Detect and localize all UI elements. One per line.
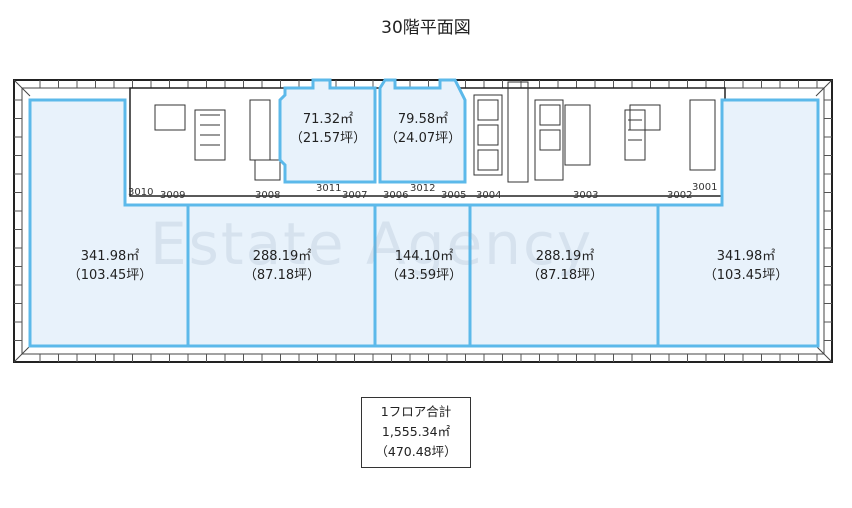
- room-number: 3003: [573, 190, 599, 201]
- units: [28, 78, 820, 348]
- room-number: 3002: [667, 190, 693, 201]
- total-area: 1,555.34㎡: [381, 424, 451, 439]
- unit-label-71: 71.32㎡（21.57坪）: [289, 112, 367, 146]
- unit-label-341-right: 341.98㎡（103.45坪）: [703, 249, 789, 283]
- room-number: 3009: [160, 190, 186, 201]
- unit-label-79: 79.58㎡（24.07坪）: [384, 112, 462, 146]
- unit-79: [378, 78, 467, 184]
- unit-label-144: 144.10㎡（43.59坪）: [385, 249, 463, 283]
- total-tsubo: （470.48坪）: [375, 444, 457, 459]
- unit-288-right: [468, 203, 660, 348]
- unit-label-341-left: 341.98㎡（103.45坪）: [67, 249, 153, 283]
- unit-288-left: [186, 203, 377, 348]
- unit-label-288-right: 288.19㎡（87.18坪）: [526, 249, 604, 283]
- room-number: 3005: [441, 190, 467, 201]
- unit-71: [278, 78, 377, 184]
- page-title: 30階平面図: [381, 18, 471, 38]
- room-number: 3006: [383, 190, 409, 201]
- unit-144: [373, 203, 472, 348]
- unit-label-288-left: 288.19㎡（87.18坪）: [243, 249, 321, 283]
- room-number: 3008: [255, 190, 281, 201]
- building-outline: [13, 79, 833, 363]
- core-details: [154, 81, 716, 183]
- room-number: 3004: [476, 190, 502, 201]
- room-number: 3011: [316, 183, 342, 194]
- floor-total-box: 1フロア合計 1,555.34㎡ （470.48坪）: [361, 397, 471, 468]
- room-number: 3007: [342, 190, 368, 201]
- room-number: 3012: [410, 183, 436, 194]
- room-number: 3001: [692, 182, 718, 193]
- total-label: 1フロア合計: [380, 404, 452, 419]
- room-number: 3010: [128, 187, 154, 198]
- unit-341-right: [656, 98, 820, 348]
- columns: [13, 79, 833, 363]
- watermark: Estate Agency: [150, 210, 594, 278]
